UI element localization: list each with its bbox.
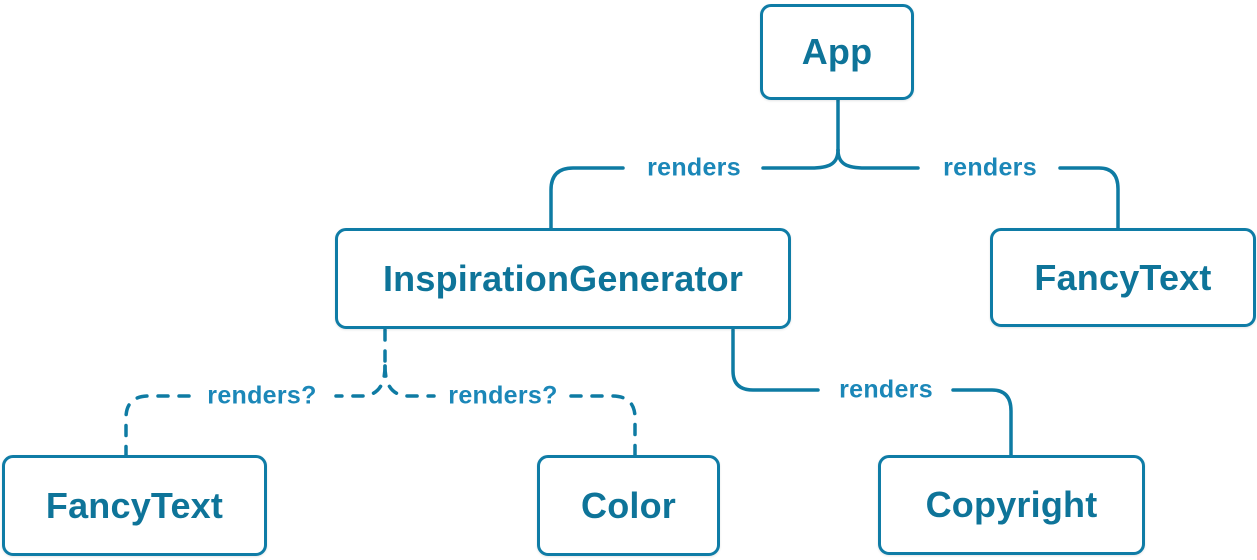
- edge-inspirationgenerator-color-left-part: [383, 364, 436, 398]
- node-fancy-text-top-label: FancyText: [1034, 256, 1212, 298]
- edge-label-inspirationgenerator-color: renders?: [448, 381, 558, 410]
- edge-inspirationgenerator-fancytext-left-part: [124, 394, 191, 457]
- edge-inspirationgenerator-color-right-part: [569, 394, 637, 457]
- edge-label-app-fancytext: renders: [943, 153, 1037, 182]
- node-fancy-text-bottom-label: FancyText: [45, 484, 224, 526]
- edge-inspirationgenerator-fancytext-right-part: [334, 364, 387, 398]
- edge-label-inspirationgenerator-fancytext: renders?: [207, 381, 317, 410]
- node-app: App: [760, 4, 914, 100]
- node-inspiration-generator: InspirationGenerator: [335, 228, 791, 329]
- edge-app-fancytext-right-part: [1058, 166, 1120, 230]
- edge-inspirationgenerator-copyright-left-part: [731, 328, 820, 392]
- node-inspiration-generator-label: InspirationGenerator: [382, 257, 744, 299]
- edge-label-app-inspirationgenerator: renders: [647, 153, 741, 182]
- node-copyright: Copyright: [878, 455, 1145, 555]
- node-color: Color: [537, 455, 720, 556]
- edge-app-fancytext-left-part: [836, 148, 920, 170]
- edge-app-inspirationgenerator-right-part: [761, 148, 840, 170]
- edge-inspirationgenerator-copyright-right-part: [951, 388, 1013, 457]
- node-fancy-text-top: FancyText: [990, 228, 1256, 327]
- node-color-label: Color: [581, 484, 676, 526]
- node-app-label: App: [801, 31, 873, 72]
- edge-app-inspirationgenerator-left-part: [549, 166, 625, 230]
- edge-label-inspirationgenerator-copyright: renders: [839, 375, 933, 404]
- node-fancy-text-bottom: FancyText: [2, 455, 267, 556]
- node-copyright-label: Copyright: [925, 484, 1098, 525]
